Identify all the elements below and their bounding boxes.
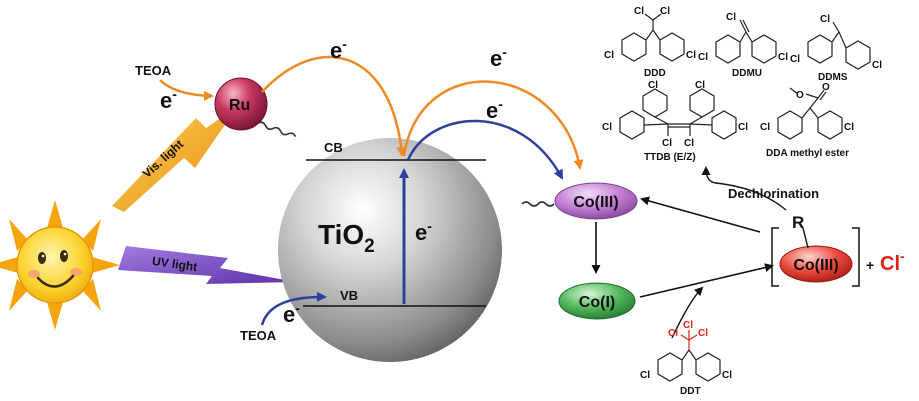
svg-text:O: O [796,90,804,101]
cb-label: CB [324,140,343,155]
dechlorination-arrow [701,166,787,211]
svg-text:Cl: Cl [634,6,644,17]
svg-text:Cl: Cl [820,14,830,25]
electron-label-orange: e- [490,44,507,71]
chloride-ion: Cl- [880,248,905,275]
tio2-label: TiO2 [318,219,375,257]
left-bracket [771,227,779,287]
svg-text:Cl: Cl [684,138,694,149]
co3-label: Co(III) [573,194,618,211]
co3-complex-label: Co(III) [793,257,838,274]
tio2-sphere: CB VB TiO2 [278,138,502,362]
teoa-to-vb-arrow [260,291,327,326]
svg-text:Cl: Cl [760,122,770,133]
svg-text:Cl: Cl [662,138,672,149]
ddms-label: DDMS [818,72,848,83]
right-bracket [852,227,860,287]
ru-to-cb-arrow [261,55,407,157]
electron-label-blue: e- [486,96,503,123]
svg-text:Cl: Cl [790,54,800,65]
teoa-to-ru-arrow [159,79,214,101]
ddms-structure: Cl Cl Cl DDMS [790,14,882,83]
uv-light-label: UV light [151,254,198,274]
svg-text:Cl: Cl [722,370,732,381]
svg-text:Cl: Cl [695,80,705,91]
dda-methyl-ester-structure: O O Cl Cl DDA methyl ester [760,82,854,159]
teoa-bottom-label: TEOA [240,328,277,343]
co1-label: Co(I) [579,294,615,311]
co1-catalyst: Co(I) [558,282,636,320]
dda-label: DDA methyl ester [766,148,849,159]
ddt-input-arrow [671,286,704,339]
co1-to-complex-arrow [639,263,774,298]
cb-to-co3-blue-arrow [406,119,564,180]
ddt-structure: Cl Cl Cl Cl Cl DDT [640,320,732,397]
co3-catalyst: Co(III) [554,182,638,220]
svg-text:Cl: Cl [698,328,708,339]
ddmu-structure: Cl Cl Cl DDMU [698,12,788,79]
ddmu-label: DDMU [732,68,762,79]
electron-label-teoa-bottom: e- [283,300,300,327]
ru-label: Ru [229,97,250,114]
uv-light-bolt: UV light [118,246,296,284]
svg-text:Cl: Cl [602,122,612,133]
sun-icon [0,200,120,330]
svg-text:Cl: Cl [698,52,708,63]
svg-text:Cl: Cl [604,50,614,61]
electron-label-internal: e- [415,218,432,245]
r-group-label: R [792,213,804,232]
ddd-label: DDD [644,68,666,79]
ttdb-structure: Cl Cl Cl Cl Cl Cl TTDB (E/Z) [602,80,748,163]
svg-text:Cl: Cl [738,122,748,133]
svg-text:Cl: Cl [686,50,696,61]
svg-text:Cl: Cl [778,52,788,63]
svg-text:Cl: Cl [872,60,882,71]
svg-text:Cl: Cl [668,328,678,339]
svg-text:Cl: Cl [660,6,670,17]
complex-to-co3-arrow [640,196,761,233]
dechlorination-label: Dechlorination [728,186,819,201]
svg-text:Cl: Cl [648,80,658,91]
ru-linker [257,121,297,138]
electron-label-teoa-top: e- [160,86,177,113]
alkyl-cobalt-complex: R Co(III) [771,213,860,287]
electron-label-ru: e- [330,36,347,63]
svg-text:Cl: Cl [683,320,693,331]
cb-to-co3-orange-arrow [402,80,584,170]
ddt-label: DDT [680,386,701,396]
teoa-top-label: TEOA [135,63,172,78]
plus-sign: + [866,257,874,273]
svg-text:Cl: Cl [726,12,736,23]
svg-text:Cl: Cl [844,122,854,133]
ddd-structure: Cl Cl Cl Cl DDD [604,6,696,79]
visible-light-bolt: Vis. light [112,106,238,212]
co3-linker [521,201,555,207]
svg-text:O: O [822,82,830,93]
ru-photosensitizer: Ru [214,77,268,131]
vb-label: VB [340,288,358,303]
svg-text:Cl: Cl [640,370,650,381]
ttdb-label: TTDB (E/Z) [644,152,696,163]
